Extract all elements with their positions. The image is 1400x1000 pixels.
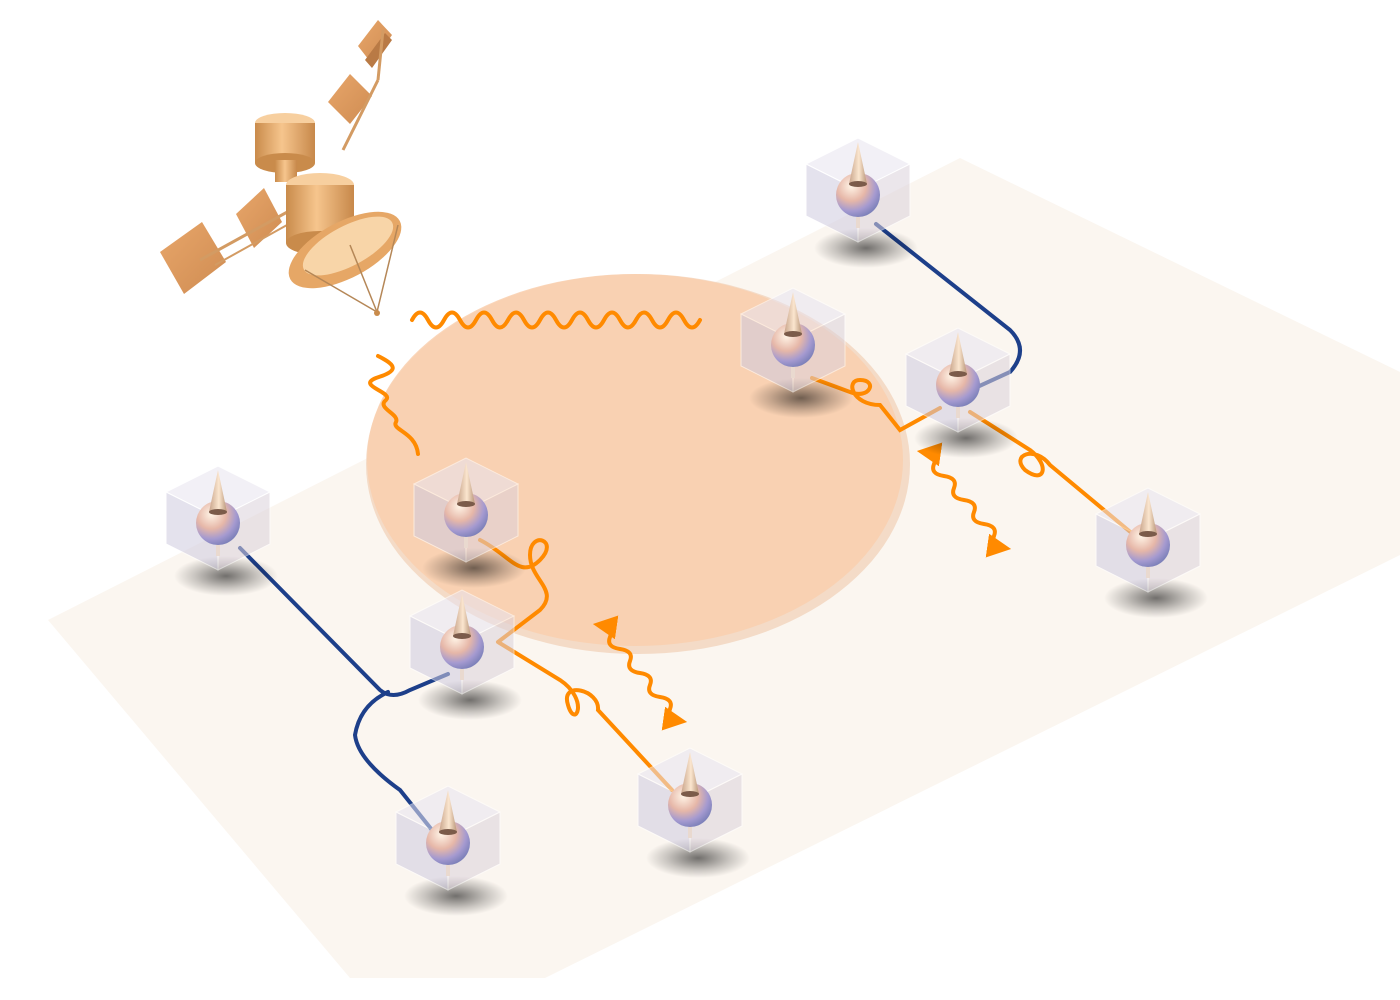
downlink-photon-1 — [410, 310, 702, 330]
qubit-shadow — [1104, 578, 1208, 618]
qubit-node — [164, 465, 278, 596]
fiber-left — [238, 546, 450, 832]
spin-arrow-base — [439, 829, 457, 835]
spin-arrow-icon — [453, 594, 471, 636]
qubit-shadow — [404, 876, 508, 916]
qubit-shadow — [174, 556, 278, 596]
qubit-node — [636, 747, 750, 878]
qubit-shadow — [646, 838, 750, 878]
spin-sphere — [426, 821, 470, 865]
qubit-shadow — [914, 418, 1018, 458]
spin-arrow-icon — [784, 292, 802, 334]
qubit-shadow — [422, 548, 526, 588]
spin-arrow-icon — [849, 142, 867, 184]
spin-sphere — [771, 323, 815, 367]
photon-exchange-arrow-right — [916, 442, 1012, 558]
spin-sphere — [668, 783, 712, 827]
spin-arrow-base — [453, 633, 471, 639]
qubit-node — [408, 589, 522, 720]
qubit-node — [1094, 487, 1208, 618]
spin-sphere — [440, 625, 484, 669]
spin-arrow-base — [209, 509, 227, 515]
spin-arrow-icon — [949, 332, 967, 374]
spin-arrow-icon — [439, 790, 457, 832]
spin-arrow-base — [849, 181, 867, 187]
qubit-node — [394, 785, 508, 916]
spin-arrow-base — [1139, 531, 1157, 537]
qubit-nodes — [164, 137, 1208, 916]
spin-arrow-icon — [681, 752, 699, 794]
spin-arrow-base — [784, 331, 802, 337]
satellite-icon — [160, 20, 402, 316]
spin-sphere — [196, 501, 240, 545]
qubit-node — [739, 287, 853, 418]
spin-arrow-icon — [1139, 492, 1157, 534]
qubit-shadow — [749, 378, 853, 418]
spin-arrow-icon — [457, 462, 475, 504]
photon-exchange-arrow-center — [592, 615, 688, 731]
spin-sphere — [836, 173, 880, 217]
qubit-node — [412, 457, 526, 588]
spin-sphere — [444, 493, 488, 537]
qubit-shadow — [418, 680, 522, 720]
qubit-node — [804, 137, 918, 268]
qubit-shadow — [814, 228, 918, 268]
spin-arrow-base — [681, 791, 699, 797]
spin-arrow-base — [949, 371, 967, 377]
spin-sphere — [1126, 523, 1170, 567]
qubit-node — [904, 327, 1018, 458]
fiber-orange-right — [810, 376, 1142, 542]
spin-sphere — [936, 363, 980, 407]
spin-arrow-base — [457, 501, 475, 507]
downlink-photon-2 — [368, 354, 420, 456]
spin-arrow-icon — [209, 470, 227, 512]
